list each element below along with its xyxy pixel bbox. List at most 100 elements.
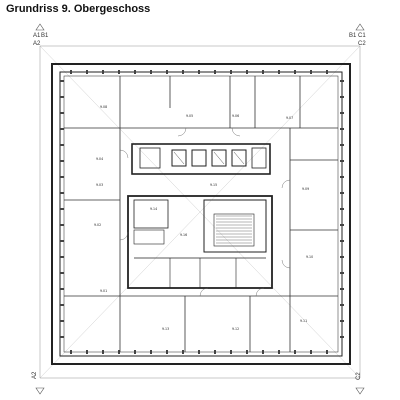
- column: [326, 350, 328, 354]
- axis-label-c1: C1: [358, 33, 366, 39]
- room-label: 9.02: [94, 223, 101, 227]
- column: [340, 224, 344, 226]
- column: [340, 96, 344, 98]
- column: [310, 70, 312, 74]
- column: [262, 350, 264, 354]
- elevator-core: [131, 143, 271, 175]
- column: [60, 288, 64, 290]
- axis-label-a2-top: A2: [33, 41, 41, 47]
- column: [278, 70, 280, 74]
- column: [198, 350, 200, 354]
- column: [340, 288, 344, 290]
- column: [262, 70, 264, 74]
- axis-label-b1-left: B1: [41, 33, 49, 39]
- room-label: 9.16: [180, 233, 187, 237]
- room-label: 9.10: [306, 255, 313, 259]
- column: [214, 350, 216, 354]
- column: [60, 304, 64, 306]
- room-label: 9.12: [232, 327, 239, 331]
- building-outer-wall: [51, 63, 351, 365]
- column: [182, 70, 184, 74]
- column: [340, 112, 344, 114]
- column: [70, 350, 72, 354]
- room-label: 9.13: [162, 327, 169, 331]
- column: [166, 70, 168, 74]
- column: [150, 70, 152, 74]
- column: [340, 160, 344, 162]
- column: [340, 320, 344, 322]
- column: [102, 70, 104, 74]
- column: [86, 70, 88, 74]
- column: [294, 350, 296, 354]
- column: [60, 192, 64, 194]
- stair-treads: [216, 215, 252, 244]
- column: [150, 350, 152, 354]
- column: [60, 224, 64, 226]
- room-label: 9.07: [286, 116, 293, 120]
- axis-grid-lines: [39, 45, 361, 379]
- perimeter-columns: [60, 70, 344, 354]
- column: [310, 350, 312, 354]
- column: [60, 240, 64, 242]
- column: [60, 128, 64, 130]
- column: [60, 96, 64, 98]
- room-label: 9.05: [186, 114, 193, 118]
- column: [326, 70, 328, 74]
- axis-label-c2-top: C2: [358, 41, 366, 47]
- room-label: 9.09: [302, 187, 309, 191]
- column: [340, 176, 344, 178]
- door-swings: [119, 127, 291, 297]
- room-labels: 9.05 9.06 9.07 9.08 9.04 9.03 9.02 9.01 …: [94, 105, 313, 331]
- column: [278, 350, 280, 354]
- column: [230, 70, 232, 74]
- column: [340, 304, 344, 306]
- column: [118, 350, 120, 354]
- axis-label-a2-bottom: A2: [32, 371, 38, 379]
- axis-label-c2-bottom: C2: [356, 372, 362, 380]
- column: [294, 70, 296, 74]
- column: [340, 272, 344, 274]
- column: [60, 112, 64, 114]
- column: [340, 240, 344, 242]
- axis-label-a1: A1: [33, 33, 41, 39]
- column: [214, 70, 216, 74]
- room-label: 9.14: [150, 207, 157, 211]
- column: [340, 144, 344, 146]
- column: [340, 208, 344, 210]
- room-label: 9.03: [96, 183, 103, 187]
- column: [60, 160, 64, 162]
- axis-markers: [35, 23, 365, 395]
- column: [60, 80, 64, 82]
- column: [70, 70, 72, 74]
- column: [86, 350, 88, 354]
- column: [60, 176, 64, 178]
- room-label: 9.15: [210, 183, 217, 187]
- column: [60, 336, 64, 338]
- axis-label-b1-right: B1: [349, 33, 357, 39]
- plan-title: Grundriss 9. Obergeschoss: [6, 3, 151, 15]
- column: [166, 350, 168, 354]
- room-label: 9.06: [232, 114, 239, 118]
- room-label: 9.04: [96, 157, 103, 161]
- column: [60, 256, 64, 258]
- axis-labels: A1 B1 A2 B1 C1 C2 A2 C2: [32, 33, 366, 380]
- column: [60, 144, 64, 146]
- column: [60, 272, 64, 274]
- column: [246, 350, 248, 354]
- column: [134, 350, 136, 354]
- column: [118, 70, 120, 74]
- column: [340, 256, 344, 258]
- column: [230, 350, 232, 354]
- column: [198, 70, 200, 74]
- column: [102, 350, 104, 354]
- service-core: [127, 195, 273, 289]
- column: [340, 128, 344, 130]
- room-label: 9.01: [100, 289, 107, 293]
- room-label: 9.08: [100, 105, 107, 109]
- column: [60, 208, 64, 210]
- column: [246, 70, 248, 74]
- column: [182, 350, 184, 354]
- column: [340, 192, 344, 194]
- column: [340, 80, 344, 82]
